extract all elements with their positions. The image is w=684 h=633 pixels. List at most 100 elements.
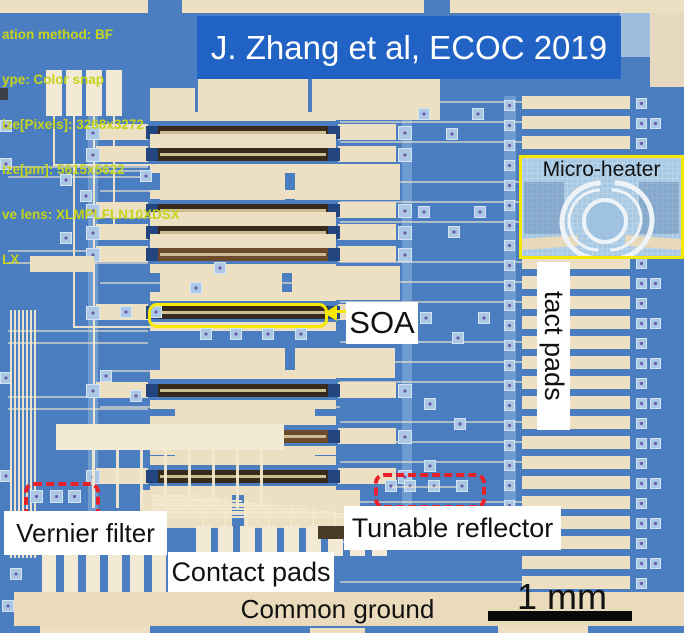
chip-structure [152, 502, 264, 505]
chip-structure [160, 209, 326, 212]
chip-structure [212, 450, 215, 508]
chip-structure [328, 148, 340, 161]
chip-structure [150, 486, 336, 495]
chip-structure [218, 526, 233, 556]
test-pad [636, 518, 647, 529]
chip-structure [334, 510, 336, 526]
test-pad [636, 278, 647, 289]
chip-structure [150, 264, 336, 273]
chip-structure [14, 310, 16, 558]
chip-structure [152, 515, 374, 518]
chip-structure [96, 202, 148, 218]
chip-structure [160, 311, 326, 314]
chip-structure [152, 510, 330, 513]
chip-structure [236, 450, 239, 508]
test-pad [200, 328, 212, 340]
micro-heater-inset: Micro-heater [519, 155, 684, 259]
chip-structure [340, 221, 522, 223]
test-pad [636, 138, 647, 149]
chip-structure [40, 626, 150, 633]
scale-bar-label: 1 mm [517, 576, 607, 617]
chip-structure [8, 176, 148, 178]
chip-structure [30, 256, 94, 272]
chip-structure [150, 142, 336, 151]
test-pad [398, 126, 412, 140]
chip-structure [522, 116, 630, 129]
test-pad [650, 518, 661, 529]
metadata-line: ype: Color snap [2, 72, 105, 87]
test-pad [418, 206, 430, 218]
chip-structure [150, 190, 336, 199]
test-pad [504, 260, 515, 271]
chip-structure [310, 628, 365, 633]
chip-structure [260, 450, 263, 508]
contact-pads-right-label: tact pads [537, 262, 570, 430]
test-pad [650, 558, 661, 569]
chip-structure [340, 121, 522, 123]
chip-structure [150, 220, 336, 229]
chip-structure [160, 389, 326, 392]
chip-structure [34, 310, 36, 558]
test-pad [86, 126, 100, 140]
chip-structure [340, 341, 522, 343]
chip-structure [93, 116, 95, 424]
test-pad [86, 226, 100, 240]
chip-structure [26, 310, 28, 558]
test-pad [398, 148, 412, 162]
test-pad [504, 360, 515, 371]
chip-structure [188, 450, 191, 508]
test-pad [650, 478, 661, 489]
chip-structure [522, 576, 630, 589]
chip-structure [150, 400, 336, 409]
metadata-line: LX [2, 252, 20, 267]
chip-structure [10, 310, 12, 558]
inset-grid-block [524, 182, 564, 234]
chip-structure [340, 261, 522, 263]
chip-structure [8, 166, 148, 168]
test-pad [80, 190, 92, 202]
test-pad [10, 568, 22, 580]
test-pad [295, 328, 307, 340]
test-pad [120, 306, 132, 318]
test-pad [130, 390, 142, 402]
test-pad [636, 358, 647, 369]
chip-structure [73, 326, 150, 328]
test-pad [504, 280, 515, 291]
chip-structure [146, 470, 158, 483]
test-pad [636, 298, 647, 309]
chip-structure [148, 0, 182, 13]
test-pad [504, 140, 515, 151]
chip-structure [340, 201, 522, 203]
chip-structure [650, 13, 684, 87]
chip-structure [164, 450, 167, 508]
chip-structure [53, 116, 55, 166]
chip-structure [152, 497, 220, 500]
chip-structure [152, 505, 286, 508]
test-pad [636, 378, 647, 389]
test-pad [2, 600, 14, 612]
chip-structure [0, 88, 8, 100]
tunable-reflector-label: Tunable reflector [344, 506, 561, 550]
common-ground-label: Common ground [240, 594, 435, 624]
chip-structure [338, 146, 396, 162]
soa-highlight-box [148, 303, 328, 328]
chip-structure [340, 361, 522, 363]
vernier-filter-label: Vernier filter [4, 511, 167, 555]
test-pad [650, 438, 661, 449]
chip-structure [522, 136, 630, 149]
chip-structure [150, 234, 336, 243]
chip-structure [53, 164, 150, 166]
test-pad [452, 332, 464, 344]
chip-structure [328, 384, 340, 397]
chip-structure [146, 148, 158, 161]
test-pad [86, 384, 100, 398]
chip-structure [56, 424, 284, 450]
chip-structure [338, 124, 396, 140]
test-pad [100, 370, 112, 382]
chip-structure [306, 526, 321, 556]
chip-structure [108, 552, 122, 594]
chip-structure [96, 146, 148, 162]
chip-structure [92, 450, 95, 508]
